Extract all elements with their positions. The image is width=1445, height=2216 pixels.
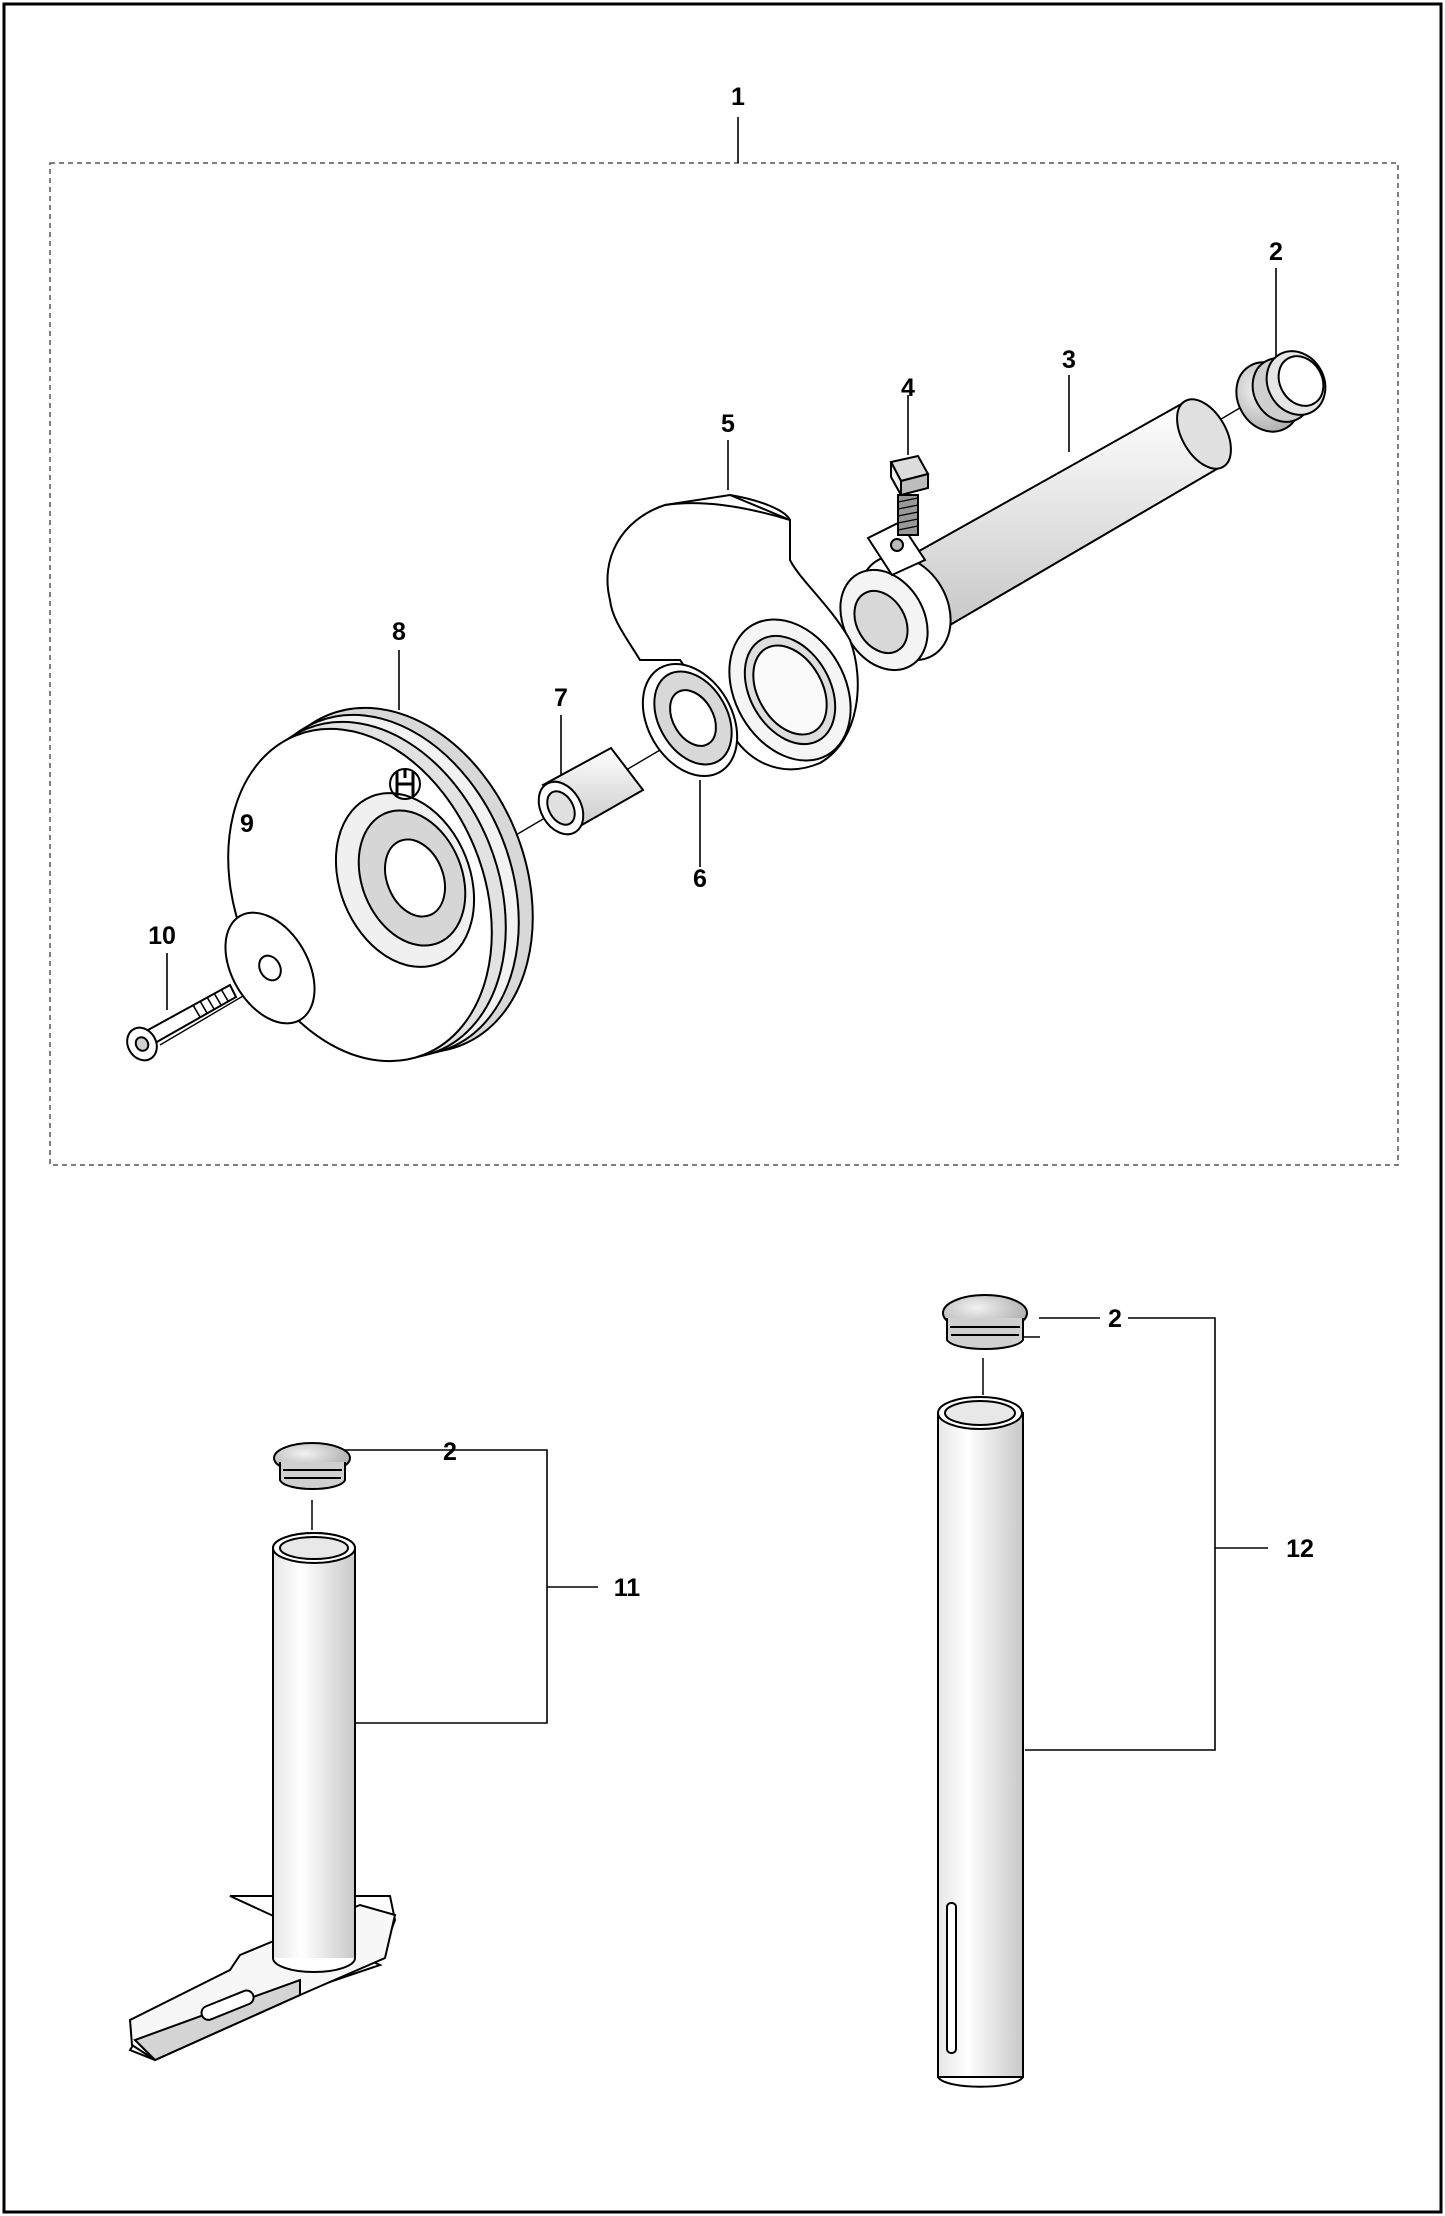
part-2-plug-top xyxy=(1235,350,1327,433)
callout-9: 9 xyxy=(240,810,254,838)
part-6-washer xyxy=(641,662,739,778)
callout-12: 12 xyxy=(1286,1535,1314,1563)
callout-labels: 1 2 3 4 5 6 7 8 9 10 2 11 2 12 xyxy=(148,83,1314,1602)
callout-2-top: 2 xyxy=(1269,238,1283,266)
callout-5: 5 xyxy=(721,410,735,438)
callout-8: 8 xyxy=(392,618,406,646)
part-3-shaft xyxy=(839,398,1232,672)
callout-2-left: 2 xyxy=(443,1438,457,1466)
part-5-guard xyxy=(606,493,859,771)
part-7-bushing xyxy=(537,746,645,836)
part-4-bolt xyxy=(889,454,930,536)
callout-4: 4 xyxy=(901,374,915,402)
brand-logo-icon xyxy=(389,768,421,800)
part-9-washer xyxy=(224,911,316,1025)
callout-2-right: 2 xyxy=(1108,1305,1122,1333)
part-11-post xyxy=(128,1442,397,2062)
callout-3: 3 xyxy=(1062,346,1076,374)
callout-10: 10 xyxy=(148,922,176,950)
part-10-screw xyxy=(126,983,238,1062)
assembly-1-box xyxy=(49,162,1399,1166)
callout-6: 6 xyxy=(693,865,707,893)
callout-1: 1 xyxy=(731,83,745,111)
callout-7: 7 xyxy=(554,684,568,712)
part-12-post xyxy=(937,1294,1028,2088)
part-8-pulley xyxy=(227,706,534,1063)
callout-11: 11 xyxy=(614,1574,641,1602)
